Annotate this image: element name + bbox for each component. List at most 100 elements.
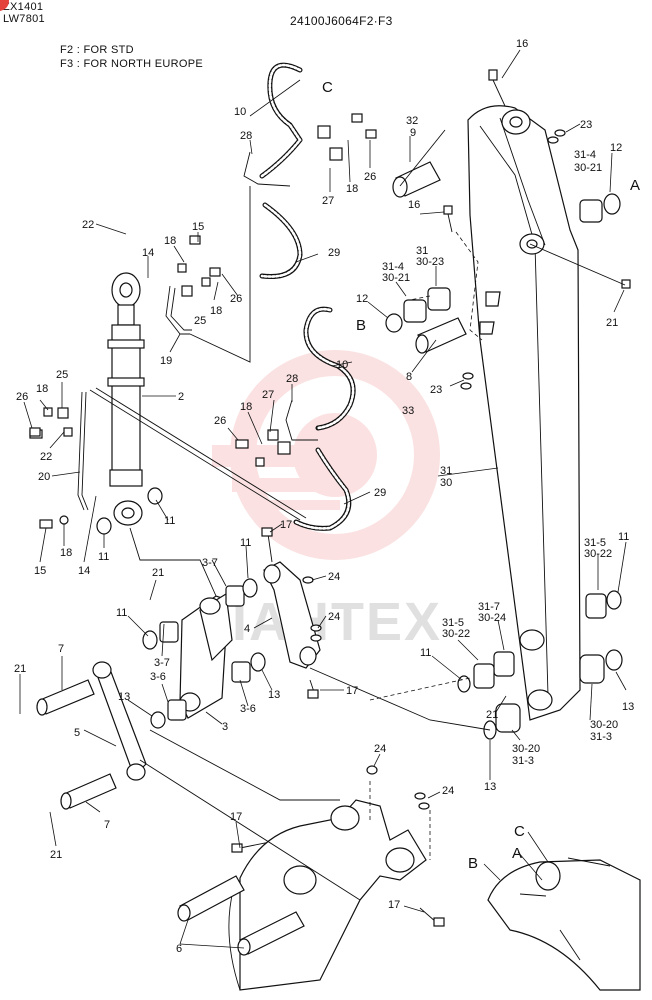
label-11f: 11 [420,647,431,659]
label-24c: 24 [374,743,386,755]
model-code-2-text: LW780 [3,13,39,25]
label-13d: 13 [484,781,496,793]
label-18b: 18 [164,235,176,247]
label-18a: 18 [346,183,358,195]
label-33: 33 [402,405,414,417]
label-26b: 26 [230,293,242,305]
label-21e: 21 [486,709,498,721]
leader-lines [19,49,627,949]
label-11b: 11 [98,551,109,563]
label-12a: 12 [610,142,622,154]
label-31-5a: 31-5 [584,537,606,549]
clamp-25-left [177,235,221,297]
boom [467,105,581,721]
label-3-6a: 3-6 [150,671,166,683]
label-32: 32 [406,115,418,127]
bushing-31-7 [457,651,515,693]
callout-b-inset: B [468,855,478,872]
label-14b: 14 [78,565,90,577]
label-11d: 11 [116,607,127,619]
label-23a: 23 [580,119,592,131]
model-code-2: LW7801 [3,13,45,25]
corner-logo-icon [0,0,9,11]
label-20: 20 [38,471,50,483]
label-17a: 17 [280,519,292,531]
label-15a: 15 [192,221,204,233]
model-code-2-suffix: 1 [38,13,45,25]
label-18e: 18 [240,401,252,413]
centerlines [369,231,483,860]
model-code-1-text: ZX140 [3,1,37,13]
callout-c-inset: C [514,823,525,840]
label-17c: 17 [230,811,242,823]
label-2: 2 [178,391,184,403]
label-24b: 24 [328,611,340,623]
label-31-3b: 31-3 [512,755,534,767]
label-30-22b: 30-22 [442,628,470,640]
label-18c: 18 [210,305,222,317]
label-16a: 16 [516,38,528,50]
inset-detail [487,857,641,991]
label-28b: 28 [286,373,298,385]
label-15b: 15 [34,565,46,577]
label-31-3a: 31-3 [590,731,612,743]
label-9: 9 [410,127,416,139]
label-24a: 24 [328,571,340,583]
label-17b: 17 [346,685,358,697]
label-10a: 10 [234,106,246,118]
label-29b: 29 [374,487,386,499]
hose-29-mid [293,447,352,531]
label-14a: 14 [142,247,154,259]
label-17d: 17 [388,899,400,911]
hose-10-top [259,62,303,179]
label-26c: 26 [16,391,28,403]
label-31-4b: 31-4 [382,261,404,273]
label-28a: 28 [240,130,252,142]
pin-8 [415,317,467,354]
pipe-20 [77,391,89,511]
arm-cylinder [107,272,145,526]
label-22a: 22 [82,219,94,231]
label-11e: 11 [618,531,629,543]
bushing-31-4 [579,193,621,223]
callout-c-top: C [322,79,333,96]
label-7a: 7 [58,643,64,655]
assembly-lines [129,129,626,901]
washer-23b [460,372,474,390]
label-21b: 21 [152,567,164,579]
note-f3: F3 : FOR NORTH EUROPE [60,58,203,70]
link-4 [263,561,321,669]
label-31a: 31 [416,245,428,257]
bushing-31-5 [585,590,622,619]
clamp-27-mid [235,429,291,467]
label-3-7b: 3-7 [154,657,170,669]
label-31b: 31 [440,465,452,477]
label-25b: 25 [56,369,68,381]
label-23b: 23 [430,384,442,396]
label-26a: 26 [364,171,376,183]
label-3-7a: 3-7 [202,557,218,569]
label-29a: 29 [328,247,340,259]
washer-23a [547,129,566,144]
callout-a-inset: A [512,845,522,862]
pipe-line [89,186,307,521]
bushing-30-20 [483,649,623,740]
bushing-31 [385,287,451,333]
label-21d: 21 [50,849,62,861]
bolt-16b [443,205,453,233]
label-24d: 24 [442,785,454,797]
label-26d: 26 [214,415,226,427]
watermark-text: IAHTEX [232,592,442,652]
label-13b: 13 [118,691,130,703]
hose-29-top [259,202,303,280]
label-30-21a: 30-21 [574,162,602,174]
pin-7-lower [60,773,117,810]
label-3-6b: 3-6 [240,703,256,715]
callout-a-right: A [630,177,640,194]
label-18f: 18 [60,547,72,559]
label-19: 19 [160,355,172,367]
label-4: 4 [244,623,250,635]
pipe-28-top [243,151,291,187]
label-30-24: 30-24 [478,612,506,624]
label-21a: 21 [606,317,618,329]
